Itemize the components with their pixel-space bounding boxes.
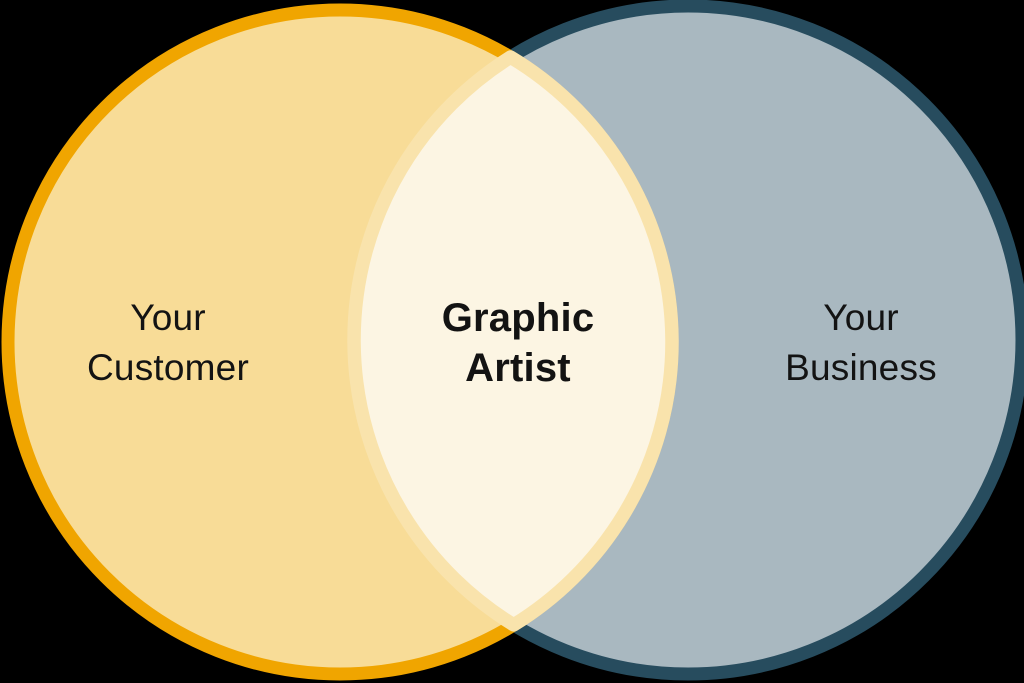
left-circle-label: Your Customer [87,293,249,393]
right-circle-label: Your Business [785,293,937,393]
intersection-label-line2: Artist [465,346,571,390]
right-label-line1: Your [823,297,899,338]
intersection-label-line1: Graphic [441,296,595,340]
right-label-line2: Business [785,347,937,388]
intersection-label: Graphic Artist [442,293,595,393]
intersection-lens [347,50,679,632]
left-label-line1: Your [130,297,206,338]
left-label-line2: Customer [87,347,249,388]
